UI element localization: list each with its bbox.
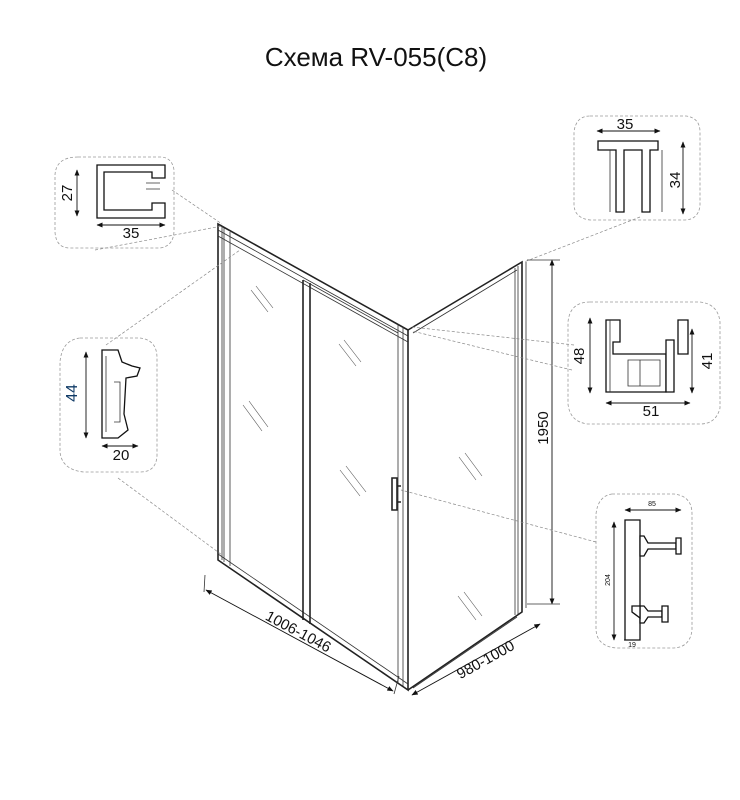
profile-callout-top-right: 35 34: [573, 115, 701, 221]
profile-callout-right-mid: 48 41 51: [567, 301, 721, 425]
right-mid-right-height-label: 41: [699, 353, 716, 370]
top-left-width-label: 35: [123, 225, 140, 242]
top-right-profile-shape: [597, 140, 659, 213]
handle-profile-shape: [624, 519, 641, 641]
sliding-door-edge: [302, 280, 311, 624]
side-width-dimension: 980-1000: [411, 623, 541, 696]
right-mid-profile-shape: [605, 319, 667, 393]
right-mid-width-label: 51: [643, 403, 660, 420]
left-mid-height-label: 44: [64, 384, 81, 402]
side-panel-frame: [407, 260, 523, 691]
left-mid-profile-shape: [101, 349, 141, 439]
top-left-profile-shape: [96, 164, 166, 219]
handle-height-label: 204: [605, 574, 612, 586]
door-handle: [391, 477, 401, 511]
right-mid-left-height-label: 48: [571, 348, 588, 365]
top-right-height-label: 34: [667, 172, 684, 189]
handle-width-label: 85: [648, 501, 656, 508]
top-left-height-label: 27: [59, 185, 76, 202]
profile-callout-left-mid: 44 20: [59, 337, 158, 473]
side-width-label: 980-1000: [454, 637, 518, 683]
door-width-dimension: 1006-1046: [203, 574, 400, 695]
handle-base-label: 19: [628, 642, 636, 649]
top-right-width-label: 35: [617, 116, 634, 133]
callout-leaders: [94, 189, 641, 556]
diagram-title: Схема RV-055(C8): [265, 42, 487, 72]
profile-callout-top-left: 27 35: [54, 156, 175, 249]
handle-callout: 85 204 19: [595, 493, 693, 649]
door-panel-frame: [217, 222, 409, 692]
height-label: 1950: [535, 411, 552, 444]
left-mid-width-label: 20: [113, 447, 130, 464]
height-dimension: 1950: [527, 259, 560, 605]
